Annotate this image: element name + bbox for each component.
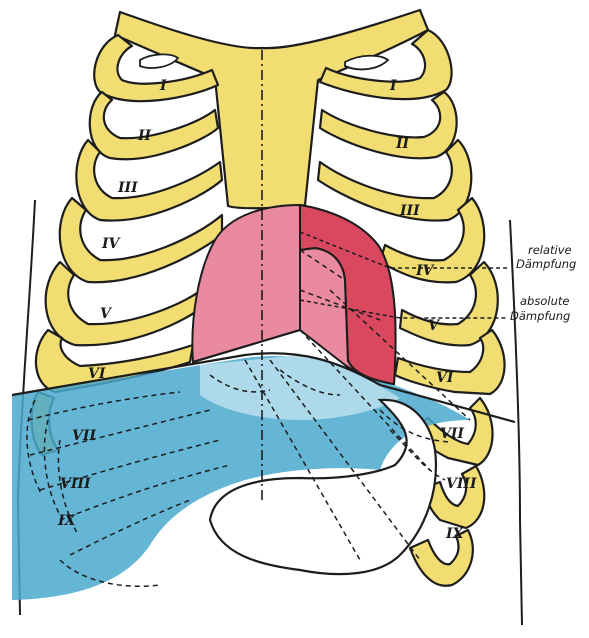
rib-label-left-3: III <box>399 203 420 219</box>
rib-label-right-8: VIII <box>60 476 91 492</box>
annotation-labels: relative Dämpfung absolute Dämpfung <box>510 243 576 323</box>
rib-left-2 <box>320 92 457 158</box>
rib-label-left-1: I <box>389 78 397 94</box>
rib-label-left-8: VIII <box>446 476 477 492</box>
rib-label-left-9: IX <box>445 526 465 542</box>
rib-label-left-2: II <box>395 136 410 152</box>
rib-label-right-2: II <box>137 128 152 144</box>
rib-label-right-9: IX <box>57 513 77 529</box>
rib-label-right-6: VI <box>88 366 106 382</box>
rib-label-right-1: I <box>159 78 167 94</box>
rib-right-2 <box>90 92 218 159</box>
absolute-dullness-label-line2: Dämpfung <box>510 309 570 323</box>
absolute-dullness-label-line1: absolute <box>520 294 569 308</box>
rib-label-right-3: III <box>117 180 138 196</box>
rib-label-left-7: VII <box>440 426 464 442</box>
rib-label-right-7: VII <box>72 428 96 444</box>
sternum <box>115 10 428 208</box>
rib-label-right-4: IV <box>101 236 122 252</box>
rib-label-right-5: V <box>100 306 113 322</box>
rib-label-left-6: VI <box>436 370 454 386</box>
relative-dullness-label-line1: relative <box>528 243 572 257</box>
rib-label-left-4: IV <box>415 263 436 279</box>
relative-dullness-label-line2: Dämpfung <box>516 257 576 271</box>
